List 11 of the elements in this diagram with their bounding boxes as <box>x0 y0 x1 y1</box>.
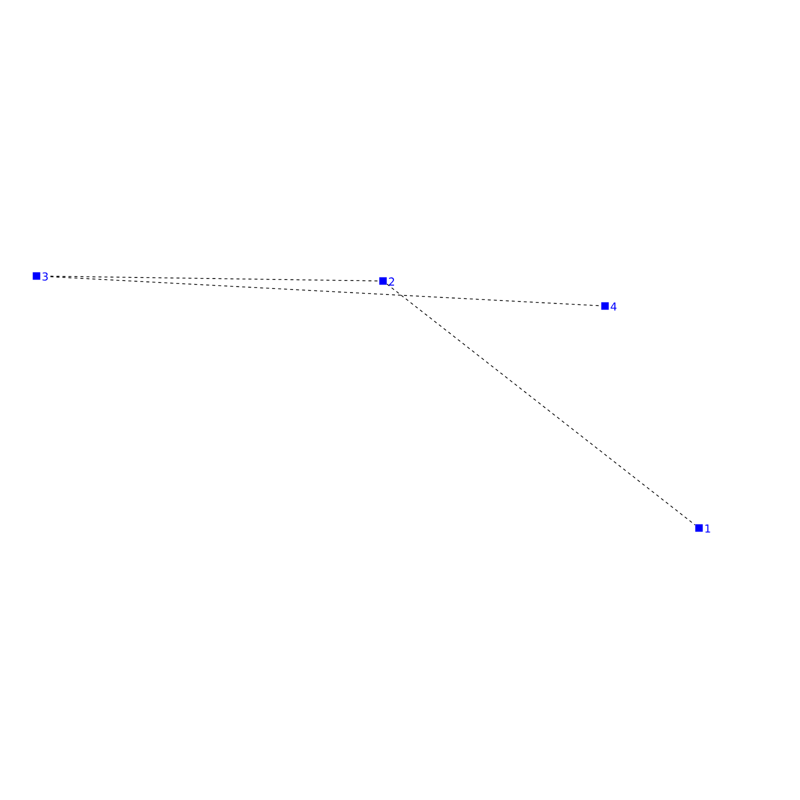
point-label: 4 <box>610 302 617 311</box>
point-label: 2 <box>388 277 394 286</box>
point-label: 3 <box>42 272 48 281</box>
connector-line <box>50 276 380 282</box>
point-marker <box>32 272 40 280</box>
point-marker <box>695 524 703 532</box>
connector-line <box>50 276 602 306</box>
connector-line <box>386 284 696 526</box>
point-label: 1 <box>705 524 710 533</box>
point-marker <box>601 302 609 310</box>
point-marker <box>379 277 387 285</box>
